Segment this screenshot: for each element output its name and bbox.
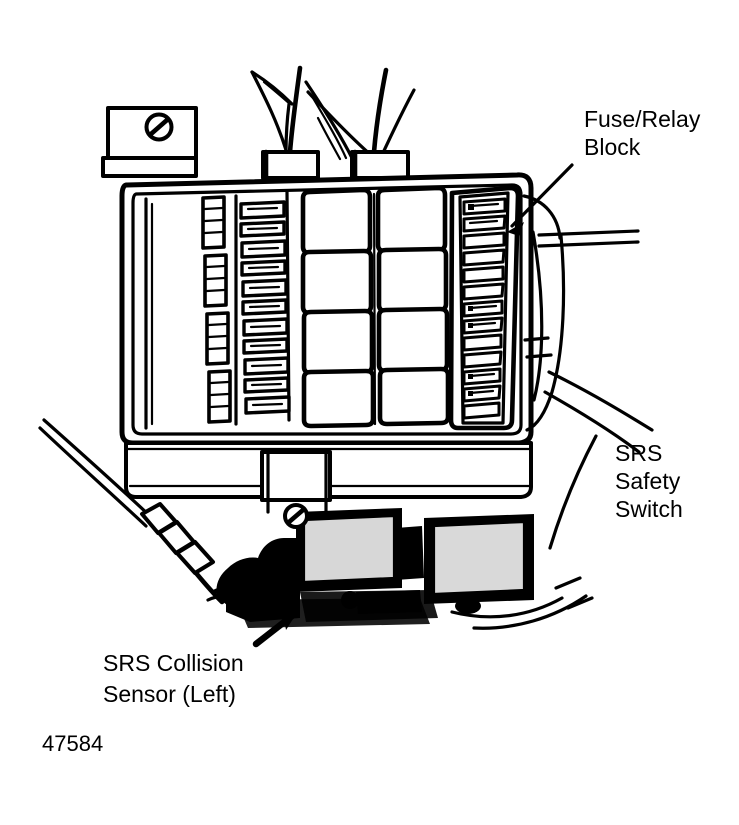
srs-collision-sensor-label-line2: Sensor (Left) [103,681,236,707]
leader-srs-collision-sensor [252,608,300,648]
right-fuse-bank [448,185,521,431]
slotted-screw-head [144,112,174,142]
left-fuse-slot-bank [234,190,291,426]
top-wire-bundle [250,65,416,161]
fuse-relay-block-label-line2: Block [584,134,641,160]
relay-grid [300,185,451,429]
srs-collision-sensor-label-line1: SRS Collision [103,650,244,676]
label-srs-safety-switch: SRS Safety Switch [615,440,683,522]
srs-safety-switch-label-line2: Safety [615,468,681,494]
harness-cable [38,418,225,605]
srs-safety-switch-label-line1: SRS [615,440,662,466]
srs-collision-sensor-assembly [206,503,534,628]
srs-safety-switch-label-line3: Switch [615,496,683,522]
label-srs-collision-sensor: SRS Collision Sensor (Left) [103,650,244,707]
leader-srs-safety-switch [548,434,598,550]
label-fuse-relay-block: Fuse/Relay Block [584,106,701,160]
mounting-bracket [101,106,198,178]
figure-number: 47584 [42,731,103,756]
srs-safety-switch-body [522,194,654,454]
background-contour-lines [450,576,594,630]
left-fuse-pad-column [201,195,232,424]
wire-connector-right [350,149,410,181]
fuse-relay-block-label-line1: Fuse/Relay [584,106,701,132]
left-blank-panel [144,197,154,430]
leader-fuse-relay-block [507,163,574,236]
wire-connector-left [261,149,320,181]
